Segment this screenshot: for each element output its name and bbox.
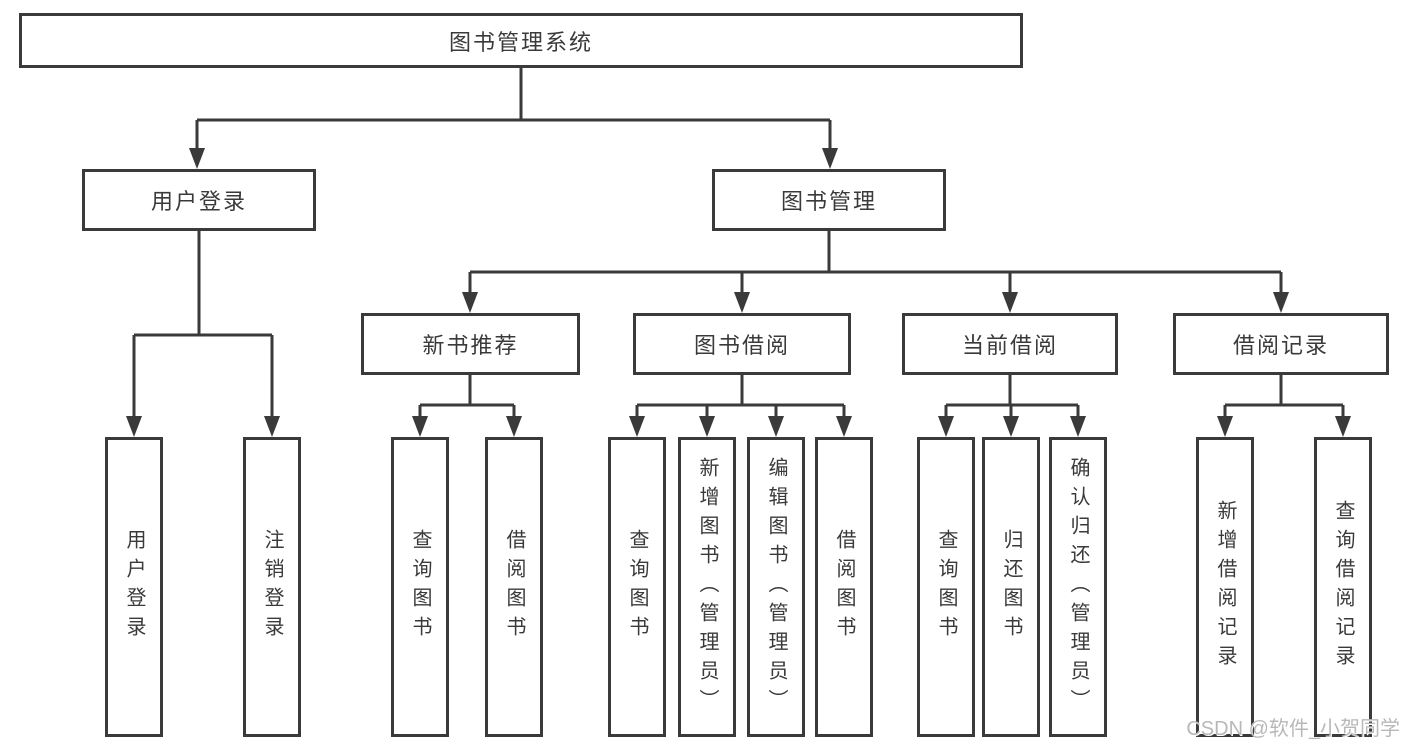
leaf-logout: 注销登录 <box>243 437 301 737</box>
node-book-borrowing: 图书借阅 <box>633 313 851 375</box>
leaf-current-return-books: 归还图书 <box>982 437 1040 737</box>
leaf-newbook-query-books: 查询图书 <box>391 437 449 737</box>
node-label: 查询图书 <box>409 529 431 645</box>
node-label: 借阅图书 <box>503 529 525 645</box>
leaf-current-confirm-return-admin: 确认归还（管理员） <box>1049 437 1107 737</box>
node-label: 新书推荐 <box>422 333 519 358</box>
node-label: 图书借阅 <box>693 333 790 358</box>
node-label: 新增图书（管理员） <box>696 456 718 718</box>
node-user-login-branch: 用户登录 <box>82 169 316 231</box>
node-label: 用户登录 <box>123 529 145 645</box>
leaf-newbook-borrow-books: 借阅图书 <box>485 437 543 737</box>
node-new-book-recommend: 新书推荐 <box>361 313 580 375</box>
node-label: 用户登录 <box>150 189 247 214</box>
node-label: 当前借阅 <box>961 333 1058 358</box>
leaf-borrowing-borrow-books: 借阅图书 <box>815 437 873 737</box>
leaf-borrowing-edit-books-admin: 编辑图书（管理员） <box>747 437 805 737</box>
node-label: 注销登录 <box>261 529 283 645</box>
node-label: 查询图书 <box>626 529 648 645</box>
leaf-records-query-record: 查询借阅记录 <box>1314 437 1372 737</box>
node-borrowing-records: 借阅记录 <box>1173 313 1389 375</box>
node-label: 新增借阅记录 <box>1214 500 1236 674</box>
leaf-borrowing-add-books-admin: 新增图书（管理员） <box>678 437 736 737</box>
leaf-current-query-books: 查询图书 <box>917 437 975 737</box>
node-label: 归还图书 <box>1000 529 1022 645</box>
leaf-borrowing-query-books: 查询图书 <box>608 437 666 737</box>
leaf-records-add-record: 新增借阅记录 <box>1196 437 1254 737</box>
node-root-system: 图书管理系统 <box>19 13 1023 68</box>
node-label: 图书管理系统 <box>448 29 593 55</box>
node-current-borrowing: 当前借阅 <box>902 313 1118 375</box>
node-label: 查询借阅记录 <box>1332 500 1354 674</box>
node-label: 编辑图书（管理员） <box>765 456 787 718</box>
node-label: 图书管理 <box>780 189 877 214</box>
node-label: 借阅图书 <box>833 529 855 645</box>
node-label: 借阅记录 <box>1232 333 1329 358</box>
csdn-watermark: CSDN @软件_小贺同学 <box>1186 718 1400 740</box>
node-book-management-branch: 图书管理 <box>712 169 946 231</box>
leaf-user-login: 用户登录 <box>105 437 163 737</box>
node-label: 查询图书 <box>935 529 957 645</box>
node-label: 确认归还（管理员） <box>1067 456 1089 718</box>
